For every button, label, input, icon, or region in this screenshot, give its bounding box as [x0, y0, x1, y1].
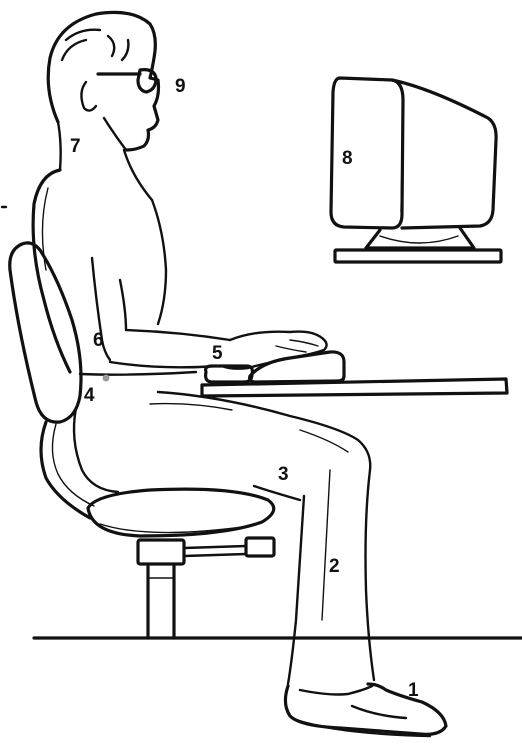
thigh-top	[158, 392, 370, 470]
jaw-line	[104, 118, 126, 150]
monitor-body	[392, 80, 496, 228]
shoe-upper	[300, 686, 372, 695]
seated-person	[33, 12, 446, 736]
waist-line	[80, 372, 196, 375]
lower-back-marker-dot	[103, 375, 110, 382]
thigh-crease	[150, 404, 348, 452]
office-chair	[10, 243, 274, 638]
thigh-under	[74, 408, 118, 492]
chair-lever-knob	[246, 538, 274, 556]
chair-seat	[88, 489, 274, 536]
chair-lever	[184, 546, 246, 556]
chair-mechanism	[138, 540, 184, 564]
neck-front	[124, 150, 152, 200]
label-lower-leg: 2	[329, 556, 340, 577]
monitor-stand-curve	[380, 236, 458, 243]
label-lower-back: 4	[84, 385, 95, 406]
chest-front	[152, 200, 166, 324]
monitor-base-plate	[335, 250, 501, 262]
label-neck: 7	[70, 136, 81, 157]
upper-arm-front	[120, 280, 126, 330]
glasses	[98, 70, 156, 92]
hair-strands	[62, 30, 128, 60]
head-outline	[48, 12, 158, 150]
ear	[81, 82, 96, 111]
back-shoe	[352, 706, 406, 718]
trouser-crease	[322, 470, 330, 620]
monitor-stand	[366, 228, 474, 248]
neck-back	[58, 122, 61, 170]
label-feet: 1	[408, 680, 419, 701]
hand	[222, 332, 327, 369]
label-thigh: 3	[278, 464, 289, 485]
label-wrist: 5	[212, 343, 223, 364]
shin-front	[366, 470, 375, 680]
label-elbow: 6	[93, 330, 104, 351]
forearm-top	[126, 330, 230, 340]
label-monitor: 8	[342, 148, 353, 169]
glasses-lens	[138, 70, 156, 92]
chair-column	[148, 566, 174, 638]
monitor	[331, 78, 501, 262]
label-eyes: 9	[175, 76, 186, 97]
fingers	[276, 340, 318, 352]
calf-back	[288, 496, 304, 684]
forearm-bottom	[110, 362, 218, 367]
